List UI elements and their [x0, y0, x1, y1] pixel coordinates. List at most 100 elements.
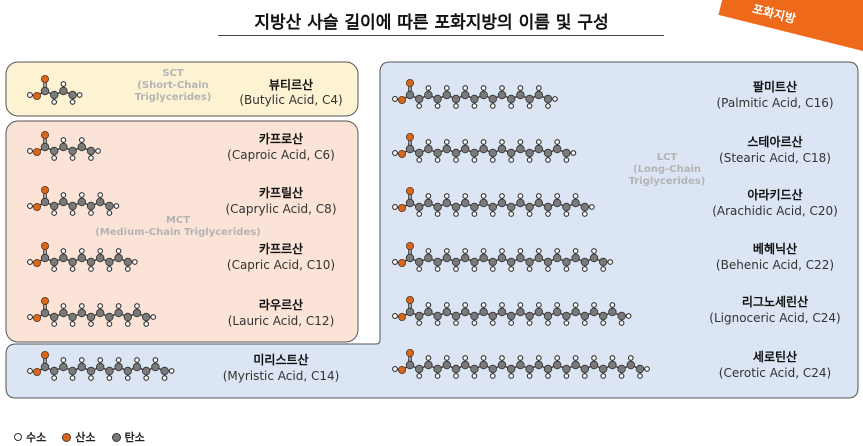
carbon-atom-behenic	[415, 257, 424, 267]
hydrogen-atom-behenic	[563, 266, 570, 272]
hydrogen-atom-lauric	[27, 314, 33, 320]
hydrogen-atom-cerotic	[489, 373, 496, 379]
carbon-atom-myristic	[59, 362, 68, 372]
hydrogen-atom-behenic	[581, 266, 588, 272]
carbon-atom-caprylic	[68, 201, 77, 211]
carbon-atom-stearic	[451, 148, 461, 158]
hydrogen-atom-capric	[51, 266, 58, 272]
carbon-atom-lignoceric	[617, 311, 626, 321]
carbon-atom-caprylic	[50, 201, 59, 211]
carbon-atom-arachidic	[580, 202, 589, 212]
carbon-atom-lignoceric	[599, 311, 608, 321]
carbon-atom-palmitic	[424, 90, 433, 100]
hydrogen-atom-capric	[97, 248, 104, 254]
carbon-atom-caproic	[59, 142, 68, 152]
carbon-atom-arachidic	[525, 202, 534, 212]
acid-name-capric: 카프르산	[258, 242, 304, 256]
carbon-atom-palmitic	[405, 90, 415, 100]
hydrogen-atom-caproic	[27, 148, 33, 154]
acid-sub-capric: (Capric Acid, C10)	[226, 258, 336, 272]
carbon-atom-stearic	[543, 148, 553, 158]
carbon-atom-caproic	[77, 142, 86, 152]
acid-name-myristic: 미리스트산	[253, 353, 309, 367]
acid-sub-arachidic: (Arachidic Acid, C20)	[712, 204, 838, 218]
carbon-atom-lignoceric	[442, 307, 451, 317]
carbon-atom-cerotic	[543, 364, 553, 374]
carbon-atom-cerotic	[488, 364, 497, 374]
hydrogen-atom-arachidic	[588, 204, 595, 210]
carbon-atom-myristic	[86, 366, 96, 376]
carbon-atom-myristic	[141, 366, 151, 376]
carbon-atom-capric	[123, 257, 132, 267]
carbon-atom-lauric	[141, 312, 151, 322]
carbon-atom-capric	[59, 253, 68, 263]
hydrogen-atom-stearic	[508, 157, 515, 163]
hydrogen-atom-cerotic	[434, 373, 441, 379]
hydrogen-atom-behenic	[517, 248, 524, 254]
hydrogen-atom-capric	[106, 266, 113, 272]
hydrogen-atom-butylic	[60, 81, 67, 87]
hydrogen-atom-stearic	[535, 139, 542, 145]
carbon-atom-palmitic	[525, 94, 534, 104]
hydrogen-atom-arachidic	[563, 211, 570, 217]
hydrogen-atom-cerotic	[637, 373, 643, 379]
carbon-atom-caprylic	[105, 201, 114, 211]
carbon-atom-stearic	[553, 144, 562, 154]
legend-carbon-label: 탄소	[124, 431, 145, 444]
carbon-atom-cerotic	[562, 364, 571, 374]
carbon-atom-myristic	[50, 366, 59, 376]
carbon-atom-behenic	[405, 253, 415, 263]
carbon-atom-arachidic	[451, 202, 461, 212]
hydrogen-atom-lignoceric	[581, 320, 588, 326]
hydrogen-atom-myristic	[88, 375, 94, 381]
carbon-atom-stearic	[433, 148, 442, 158]
hydrogen-atom-palmitic	[480, 85, 487, 91]
hydrogen-atom-caprylic	[51, 210, 58, 216]
hydrogen-atom-behenic	[392, 259, 398, 265]
hydrogen-atom-palmitic	[425, 85, 432, 91]
carbon-atom-behenic	[553, 253, 562, 263]
carbon-atom-lauric	[114, 308, 123, 318]
hydrogen-atom-lignoceric	[609, 302, 616, 308]
hydrogen-atom-caproic	[95, 148, 101, 154]
carbon-atom-behenic	[433, 257, 442, 267]
lct-panel-shape	[5, 61, 859, 399]
carbon-atom-myristic	[77, 362, 86, 372]
oxygen-atom-behenic	[405, 241, 414, 250]
carbon-atom-caprylic	[77, 197, 86, 207]
hydrogen-atom-arachidic	[572, 193, 579, 199]
hydrogen-atom-lignoceric	[535, 302, 542, 308]
hydrogen-atom-stearic	[453, 157, 459, 163]
hydrogen-atom-lignoceric	[434, 320, 441, 326]
legend-hydrogen: 수소	[14, 429, 46, 445]
carbon-atom-stearic	[470, 148, 479, 158]
oxygen-atom-lauric	[33, 313, 42, 322]
oxygen-atom-myristic	[33, 367, 42, 376]
hydrogen-atom-cerotic	[453, 373, 459, 379]
hydrogen-atom-lignoceric	[517, 302, 524, 308]
hydrogen-atom-stearic	[425, 139, 432, 145]
hydrogen-atom-behenic	[535, 248, 542, 254]
hydrogen-atom-behenic	[471, 266, 478, 272]
carbon-atom-cerotic	[405, 360, 415, 370]
hydrogen-atom-lauric	[106, 321, 113, 327]
carbon-atom-lignoceric	[580, 311, 589, 321]
hydrogen-atom-caprylic	[106, 210, 113, 216]
acid-name-stearic: 스테아르산	[747, 135, 803, 149]
hydrogen-atom-behenic	[545, 266, 551, 272]
carbon-atom-capric	[105, 257, 114, 267]
carbon-atom-lauric	[59, 308, 68, 318]
acid-name-behenic: 베헤닉산	[752, 242, 798, 256]
hydrogen-atom-lignoceric	[443, 302, 450, 308]
hydrogen-atom-lauric	[88, 321, 94, 327]
carbon-atom-lignoceric	[433, 311, 442, 321]
carbon-atom-cerotic	[461, 360, 470, 370]
hydrogen-atom-arachidic	[453, 211, 459, 217]
hydrogen-atom-palmitic	[508, 103, 515, 109]
carbon-atom-cerotic	[599, 364, 608, 374]
hydrogen-atom-cerotic	[581, 373, 588, 379]
legend-hydrogen-label: 수소	[26, 431, 47, 444]
